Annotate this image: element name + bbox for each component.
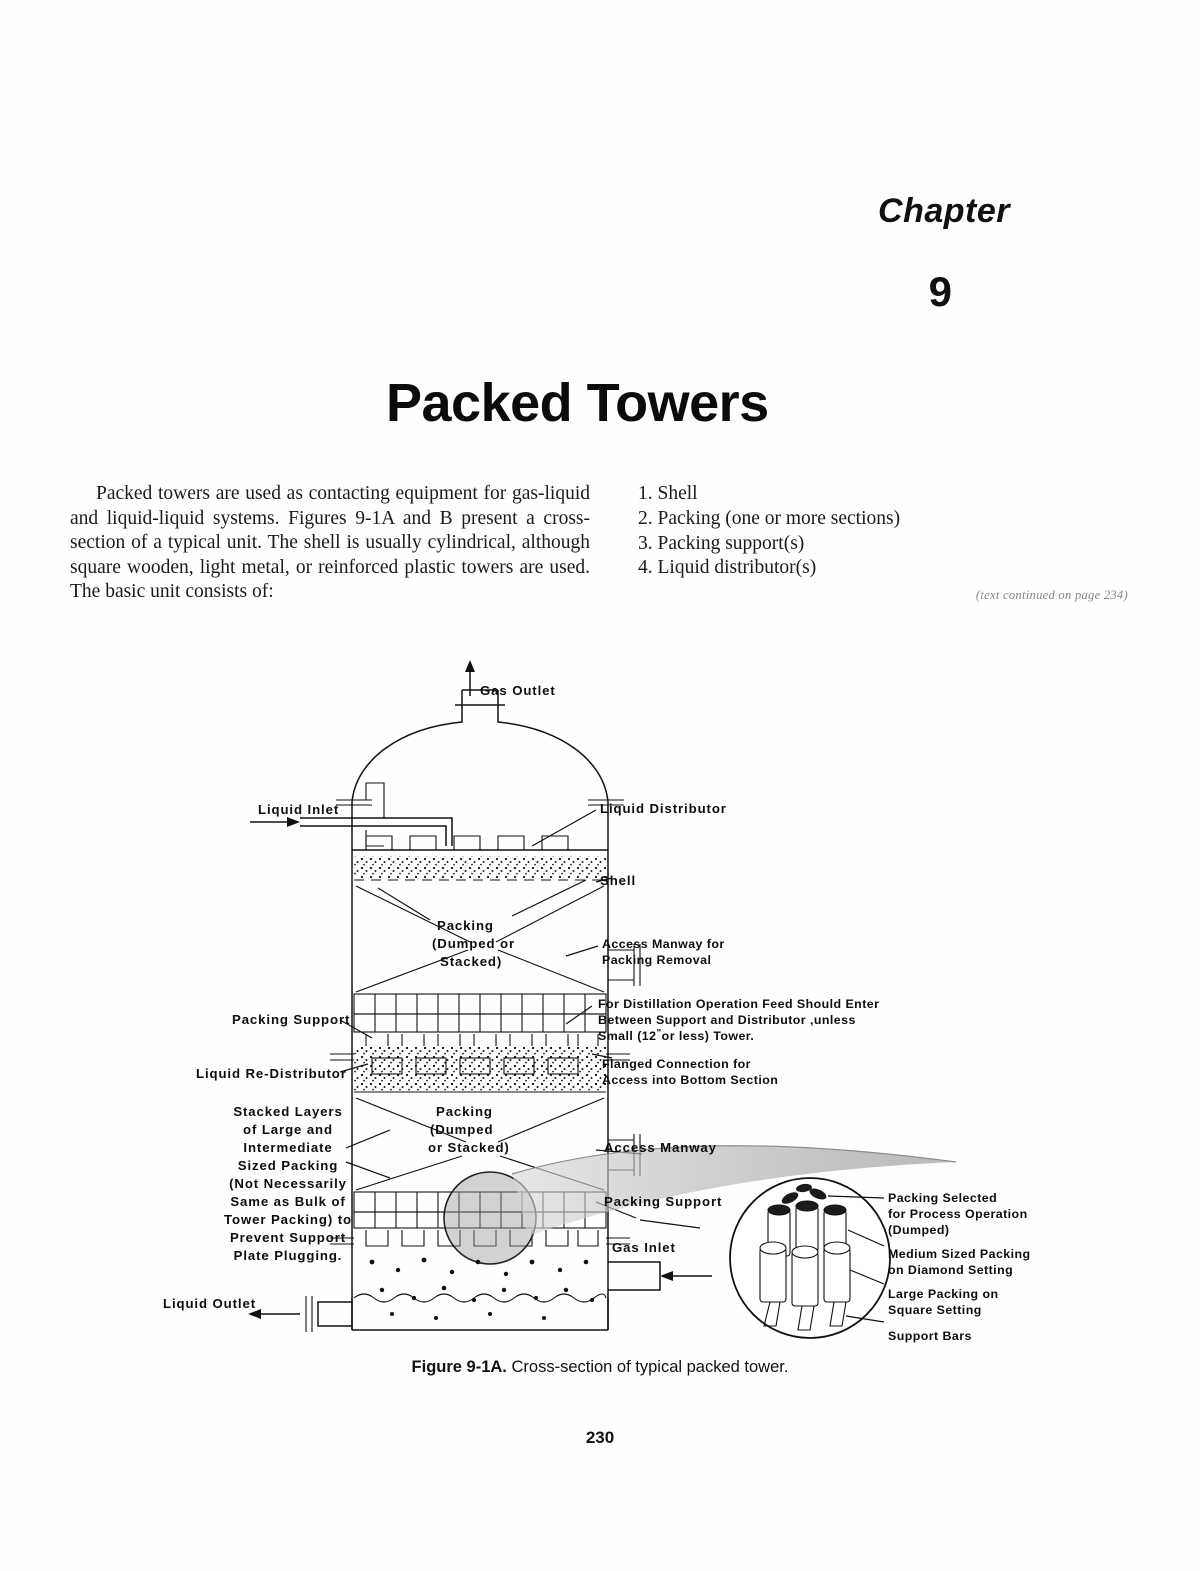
- label-packing-top-line1: Packing: [437, 918, 494, 933]
- label-detail-packing-selected-line2: for Process Operation: [888, 1207, 1028, 1221]
- svg-text:(Not Necessarily: (Not Necessarily: [229, 1176, 347, 1191]
- chapter-number: 9: [928, 268, 952, 315]
- label-liquid-distributor: Liquid Distributor: [600, 801, 727, 816]
- svg-text:Sized Packing: Sized Packing: [238, 1158, 338, 1173]
- nozzle-group: [305, 944, 661, 1332]
- svg-text:Intermediate: Intermediate: [243, 1140, 332, 1155]
- page-number: 230: [585, 1428, 615, 1447]
- label-stacked-layers-block: Stacked Layers of Large and Intermediate…: [224, 1104, 352, 1263]
- list-item: 2. Packing (one or more sections): [638, 507, 901, 529]
- label-detail-packing-selected-line1: Packing Selected: [888, 1191, 997, 1205]
- label-flanged-connection-line1: Flanged Connection for: [602, 1057, 751, 1071]
- liquid-distributor-internal: [352, 835, 608, 881]
- label-detail-large-line2: Square Setting: [888, 1303, 982, 1317]
- svg-text:Stacked Layers: Stacked Layers: [233, 1104, 342, 1119]
- figure-9-1a: Gas Outlet Liquid Inlet Liquid Distribut…: [0, 650, 1200, 1380]
- label-liquid-outlet: Liquid Outlet: [163, 1296, 256, 1311]
- label-gas-inlet: Gas Inlet: [612, 1240, 676, 1255]
- packing-detail-circle: [729, 1177, 891, 1339]
- label-packing-mid-line3: or Stacked): [428, 1140, 510, 1155]
- label-liquid-redistributor: Liquid Re-Distributor: [196, 1066, 347, 1081]
- page-title: Packed Towers: [386, 373, 769, 433]
- list-item: 3. Packing support(s): [638, 532, 805, 554]
- magnifier-callout-swoosh: [511, 1145, 957, 1236]
- label-packing-top-line3: Stacked): [440, 954, 502, 969]
- label-distillation-note-line1: For Distillation Operation Feed Should E…: [598, 997, 879, 1011]
- tower-vessel: [300, 689, 624, 1331]
- label-packing-mid-line1: Packing: [436, 1104, 493, 1119]
- label-packing-mid-line2: (Dumped: [430, 1122, 493, 1137]
- figure-caption: Figure 9-1A. Cross-section of typical pa…: [0, 1358, 1200, 1377]
- falling-liquid-droplets: [369, 1257, 594, 1320]
- label-shell: Shell: [600, 873, 636, 888]
- figure-caption-label: Figure 9-1A.: [411, 1358, 507, 1376]
- label-distillation-note-line3: Small (12"or less) Tower.: [598, 1028, 754, 1043]
- liquid-level-line: [353, 1293, 607, 1303]
- label-detail-support-bars: Support Bars: [888, 1329, 972, 1343]
- svg-text:of Large and: of Large and: [243, 1122, 333, 1137]
- label-liquid-inlet: Liquid Inlet: [258, 802, 339, 817]
- upper-packing-section: [355, 885, 605, 993]
- svg-text:Prevent Support: Prevent Support: [230, 1230, 346, 1245]
- label-packing-support-lower: Packing Support: [604, 1194, 722, 1209]
- label-packing-support-upper: Packing Support: [232, 1012, 350, 1027]
- flow-arrows: [248, 660, 712, 1319]
- label-access-manway-packing-line2: Packing Removal: [602, 953, 711, 967]
- svg-text:Same as Bulk of: Same as Bulk of: [230, 1194, 345, 1209]
- label-access-manway-packing-line1: Access Manway for: [602, 937, 725, 951]
- label-access-manway: Access Manway: [604, 1140, 717, 1155]
- svg-text:Plate Plugging.: Plate Plugging.: [234, 1248, 343, 1263]
- label-detail-packing-selected-line3: (Dumped): [888, 1223, 949, 1237]
- label-detail-medium-line1: Medium Sized Packing: [888, 1247, 1031, 1261]
- text-continued-note: (text continued on page 234): [975, 588, 1128, 602]
- label-packing-top-line2: (Dumped or: [432, 936, 515, 951]
- component-list: 1. Shell 2. Packing (one or more section…: [638, 482, 1118, 581]
- figure-label-group: Gas Outlet Liquid Inlet Liquid Distribut…: [163, 683, 1031, 1343]
- intro-paragraph: Packed towers are used as contacting equ…: [70, 483, 590, 602]
- list-item: 1. Shell: [638, 483, 698, 504]
- label-detail-large-line1: Large Packing on: [888, 1287, 998, 1301]
- liquid-redistributor-band: [330, 1046, 630, 1093]
- list-item: 4. Liquid distributor(s): [638, 557, 817, 579]
- chapter-word: Chapter: [878, 192, 1010, 230]
- figure-caption-text: Cross-section of typical packed tower.: [511, 1358, 789, 1376]
- intro-paragraph-column: Packed towers are used as contacting equ…: [70, 482, 590, 605]
- svg-text:Tower Packing) to: Tower Packing) to: [224, 1212, 352, 1227]
- label-detail-medium-line2: on Diamond Setting: [888, 1263, 1013, 1277]
- label-distillation-note-line2: Between Support and Distributor ,unless: [598, 1013, 856, 1027]
- label-flanged-connection-line2: Access into Bottom Section: [602, 1073, 778, 1087]
- label-gas-outlet: Gas Outlet: [480, 683, 556, 698]
